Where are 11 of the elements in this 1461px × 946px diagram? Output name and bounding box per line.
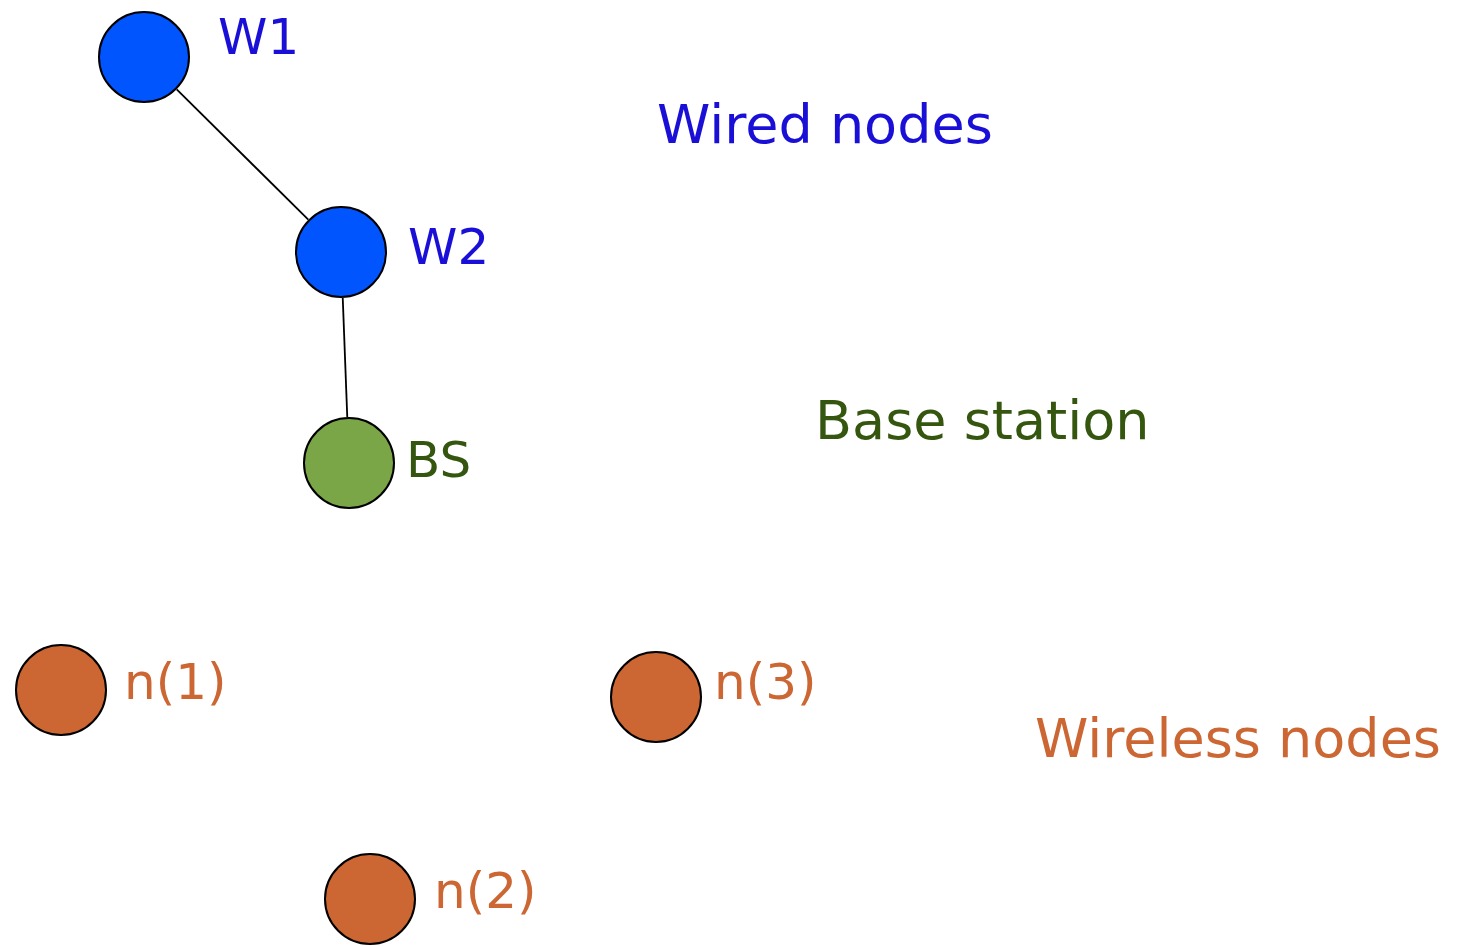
group-label: Base station: [815, 394, 1150, 448]
node-label: n(1): [124, 657, 227, 707]
link-line: [341, 297, 349, 418]
link-line: [175, 88, 310, 221]
node-label: W2: [408, 222, 490, 272]
node-label: W1: [218, 12, 300, 62]
node-label: BS: [406, 435, 472, 485]
group-label: Wireless nodes: [1035, 712, 1441, 766]
group-label: Wired nodes: [657, 98, 993, 152]
node-label: n(3): [714, 657, 817, 707]
node-label: n(2): [434, 866, 537, 916]
